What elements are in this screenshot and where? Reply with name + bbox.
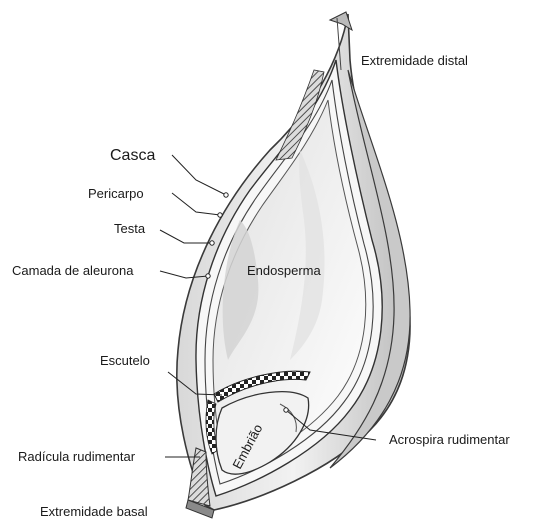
label-distal-end: Extremidade distal	[361, 54, 468, 67]
label-testa: Testa	[114, 222, 145, 235]
label-basal-end: Extremidade basal	[40, 505, 148, 518]
label-radicle: Radícula rudimentar	[18, 450, 135, 463]
label-aleurone: Camada de aleurona	[12, 264, 133, 277]
label-husk: Casca	[110, 148, 155, 164]
label-pericarp: Pericarpo	[88, 187, 144, 200]
label-acrospire: Acrospira rudimentar	[389, 433, 510, 446]
label-scutellum: Escutelo	[100, 354, 150, 367]
label-endosperm: Endosperma	[247, 264, 321, 277]
